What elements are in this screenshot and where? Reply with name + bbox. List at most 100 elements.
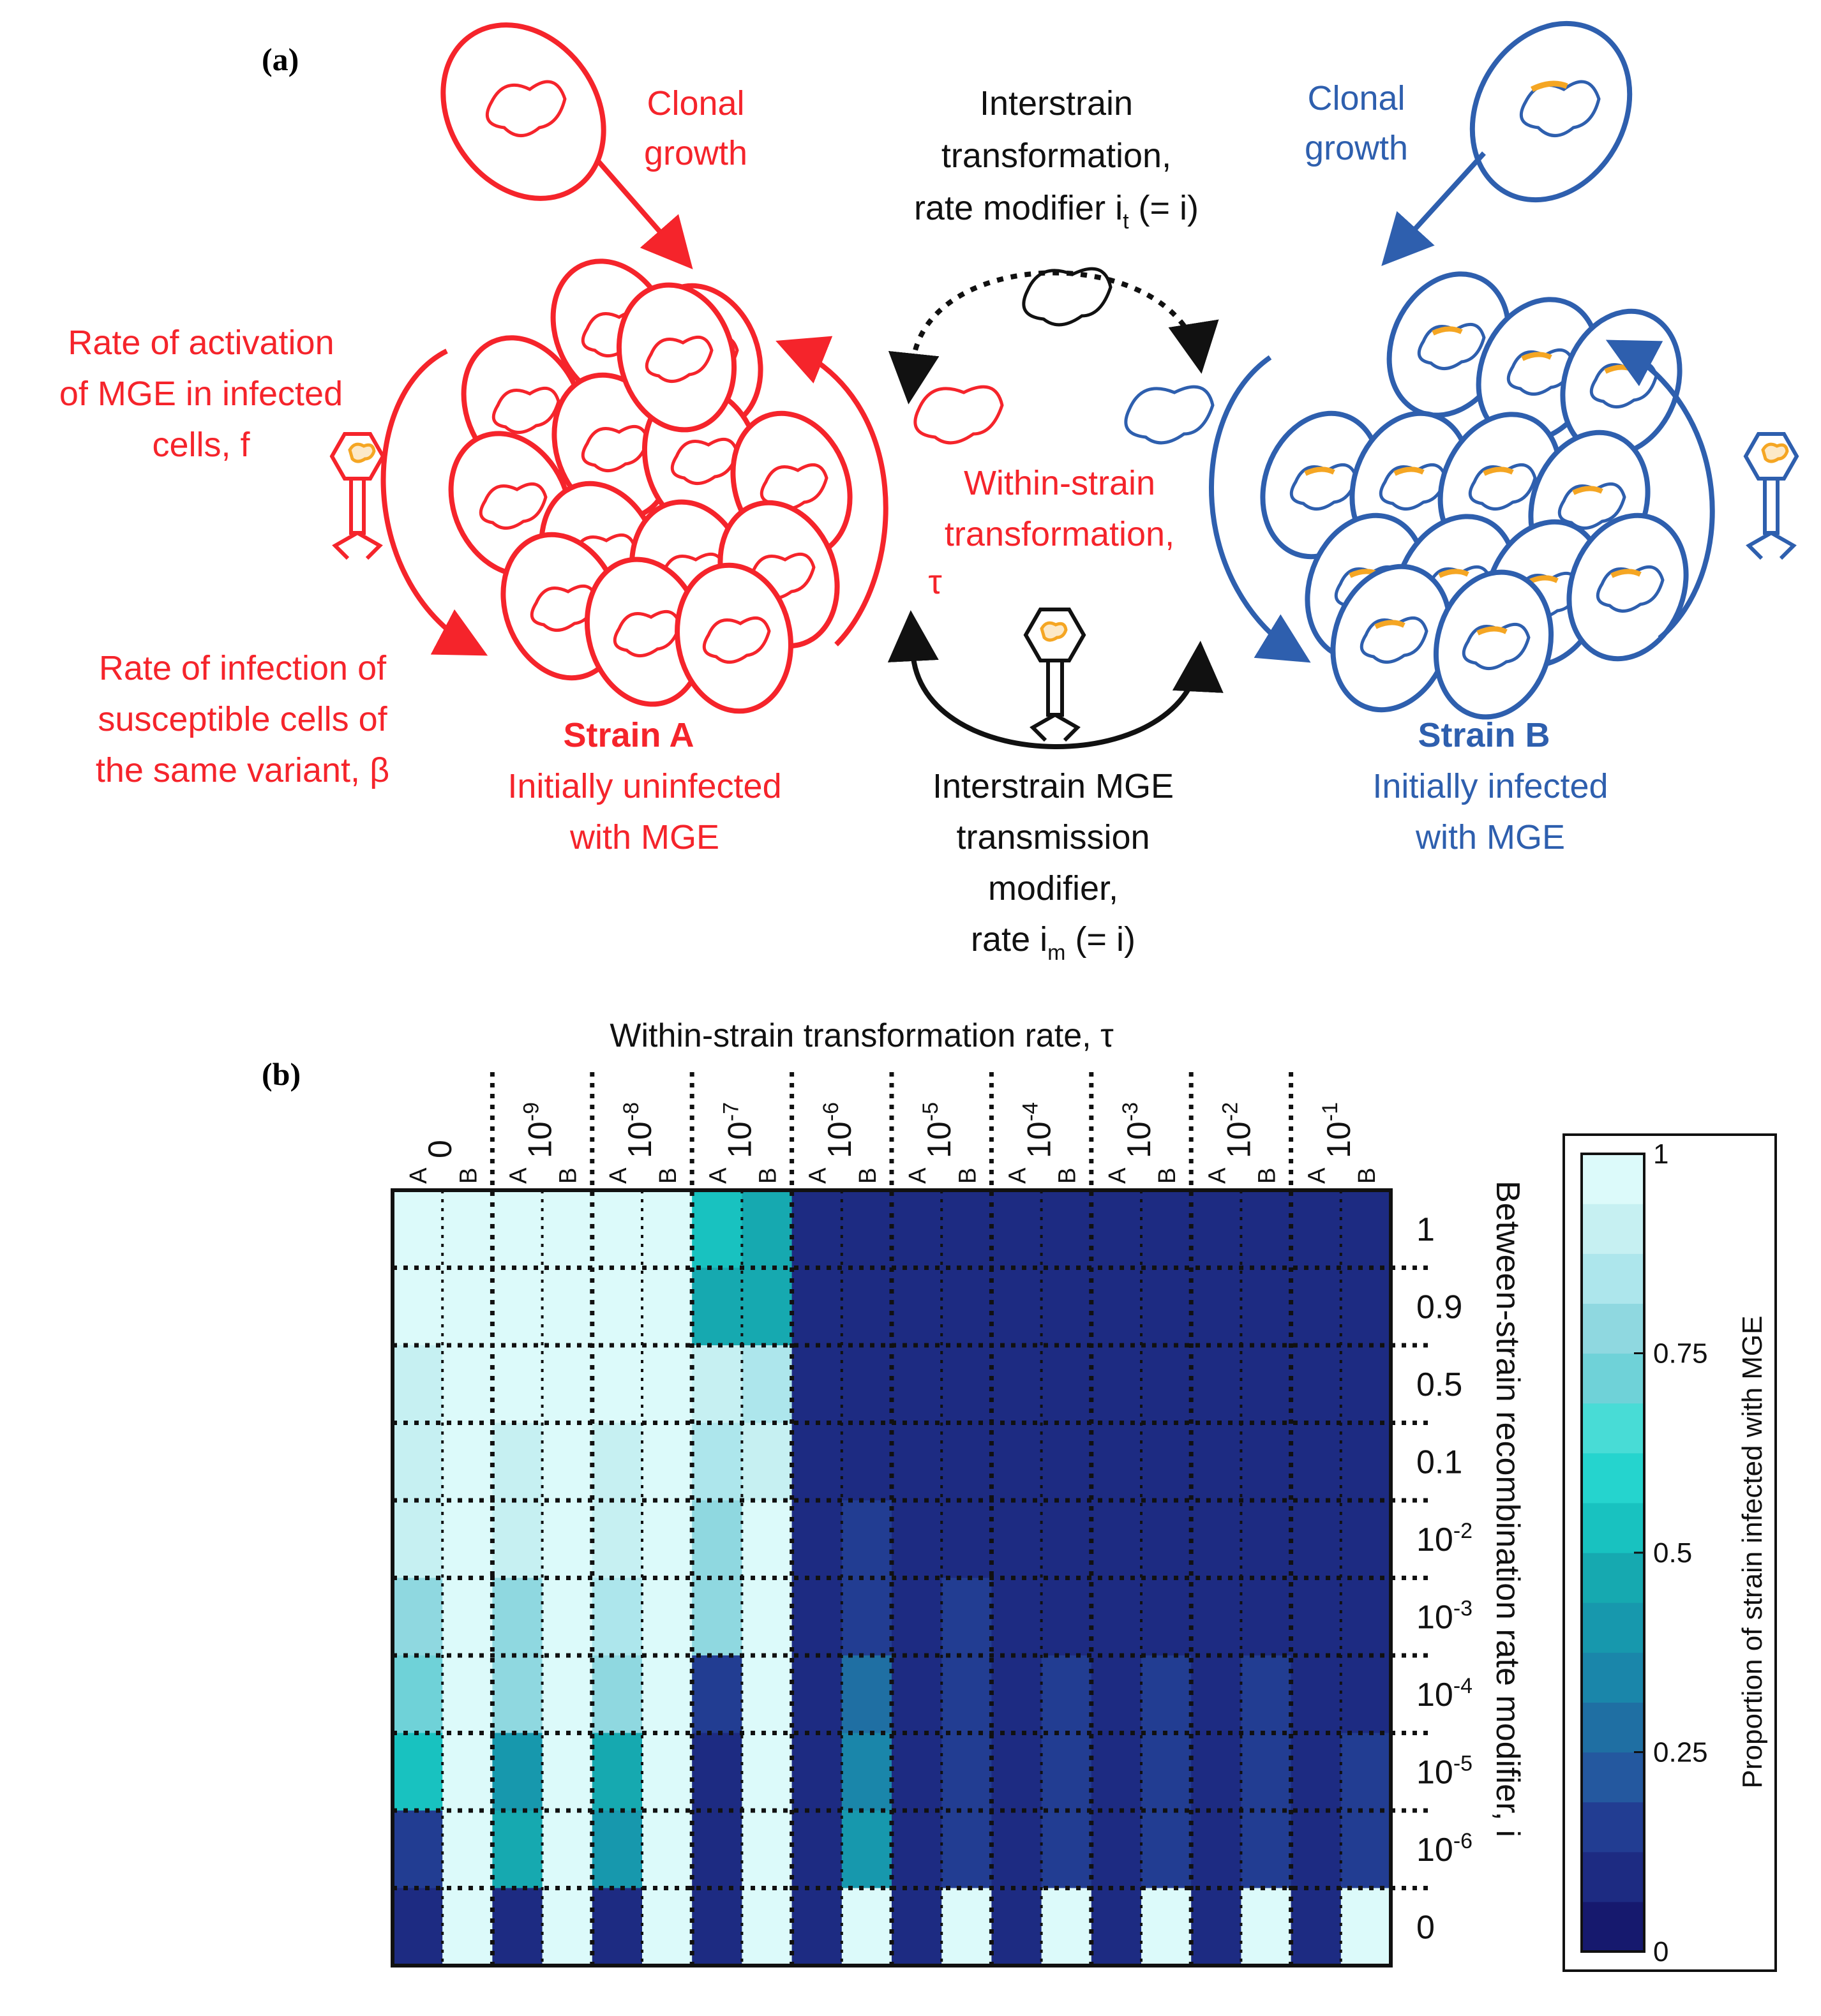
heatmap-cell [1241, 1345, 1292, 1424]
heatmap-cell [742, 1578, 793, 1656]
mge-icon [1476, 626, 1508, 636]
heatmap-cell [1041, 1190, 1092, 1269]
strain-b-activation-arrow [1605, 340, 1715, 641]
heatmap-cell [1141, 1500, 1192, 1579]
strain-a-phage-icon [329, 432, 386, 560]
heatmap-cell [1041, 1345, 1092, 1424]
colorbar-segment [1582, 1452, 1644, 1504]
heatmap-cell [1141, 1578, 1192, 1656]
strain-a-activation-arrow [776, 336, 888, 646]
colorbar-segment [1582, 1303, 1644, 1354]
heatmap-cell [1141, 1190, 1192, 1269]
heatmap-x-sub-label: A [405, 1167, 432, 1184]
heatmap-y-tick-label: 10-2 [1416, 1519, 1473, 1558]
heatmap-cell [841, 1267, 892, 1346]
heatmap-frame [391, 1188, 1393, 1967]
interstrain-transformation-arrow [888, 270, 1219, 405]
heatmap-x-sub-label: A [605, 1167, 632, 1184]
heatmap-cell [692, 1811, 742, 1889]
heatmap-x-sub-label: B [555, 1168, 582, 1184]
heatmap-cell [1041, 1655, 1092, 1734]
heatmap-cell [991, 1500, 1042, 1579]
heatmap-cell [892, 1190, 942, 1269]
heatmap-cell [742, 1888, 793, 1966]
within-strain-line2: transformation, [945, 515, 1174, 553]
heatmap-cell [1091, 1345, 1142, 1424]
heatmap-cell [841, 1190, 892, 1269]
heatmap-cell [642, 1190, 693, 1269]
heatmap-cell [791, 1500, 843, 1579]
heatmap-cell [1291, 1811, 1342, 1889]
heatmap-x-sub-label: B [855, 1168, 881, 1184]
heatmap-cell [542, 1733, 593, 1811]
heatmap-cell [991, 1345, 1042, 1424]
heatmap-cell [791, 1888, 843, 1966]
heatmap-x-axis-title: Within-strain transformation rate, τ [610, 1017, 1114, 1054]
heatmap-x-sub-label: B [755, 1168, 782, 1184]
heatmap-cell [941, 1655, 992, 1734]
strain-a-infection-arrow [380, 348, 488, 656]
heatmap-y-tick-label: 10-4 [1416, 1674, 1473, 1714]
heatmap-cell [542, 1500, 593, 1579]
heatmap-cell [642, 1811, 693, 1889]
heatmap-cell [592, 1500, 643, 1579]
heatmap-cell [1340, 1888, 1391, 1966]
heatmap-cell [1041, 1500, 1092, 1579]
panel-b-label: (b) [262, 1056, 301, 1092]
heatmap-cell [692, 1345, 742, 1424]
heatmap-cell [742, 1190, 793, 1269]
colorbar-segment [1582, 1702, 1644, 1753]
free-dna-icon [1022, 267, 1113, 327]
heatmap-cell [892, 1345, 942, 1424]
strain-b-clonal-growth-arrow [1381, 151, 1486, 266]
heatmap-cell [1041, 1888, 1092, 1966]
heatmap-cell [1241, 1190, 1292, 1269]
heatmap-cell [1091, 1500, 1142, 1579]
heatmap-cell [393, 1578, 443, 1656]
heatmap-cell [642, 1578, 693, 1656]
heatmap-x-sub-label: B [954, 1168, 981, 1184]
heatmap-cell [442, 1655, 493, 1734]
interstrain-mge-line1: Interstrain MGE [933, 767, 1174, 805]
heatmap-x-group-label: 10-4 [1019, 1102, 1058, 1158]
heatmap-cell [791, 1422, 843, 1501]
heatmap-cell [492, 1811, 543, 1889]
heatmap-cell [492, 1578, 543, 1656]
heatmap-cell [791, 1733, 843, 1811]
heatmap-cell [642, 1655, 693, 1734]
heatmap-cell [393, 1345, 443, 1424]
heatmap-cell [791, 1345, 843, 1424]
heatmap-x-group-label: 10-9 [520, 1102, 559, 1158]
heatmap-cell [841, 1733, 892, 1811]
heatmap-y-tick-label: 10-3 [1416, 1596, 1473, 1636]
mge-icon [1572, 486, 1603, 495]
heatmap-cell [791, 1655, 843, 1734]
heatmap-cell [692, 1888, 742, 1966]
heatmap-cell [1291, 1190, 1342, 1269]
heatmap-cell [1291, 1655, 1342, 1734]
heatmap-cell [542, 1345, 593, 1424]
heatmap-cell [393, 1500, 443, 1579]
strain-b-status-line1: Initially infected [1372, 767, 1608, 805]
heatmap-cell [492, 1190, 543, 1269]
heatmap-cell [692, 1422, 742, 1501]
heatmap-x-group-label: 10-1 [1318, 1102, 1358, 1158]
heatmap-cell [1291, 1345, 1342, 1424]
colorbar-segment [1582, 1901, 1644, 1952]
mge-icon [1304, 467, 1335, 476]
heatmap-y-tick-label: 1 [1416, 1211, 1435, 1248]
colorbar-segment [1582, 1502, 1644, 1553]
strain-a-infection-line2: susceptible cells of [98, 700, 387, 738]
heatmap-cell [442, 1422, 493, 1501]
strain-a-free-dna-icon [913, 385, 1004, 445]
heatmap-cell [742, 1733, 793, 1811]
interstrain-mge-arrow [887, 610, 1224, 749]
strain-b-arrows [1208, 151, 1715, 663]
heatmap-y-axis-title: Between-strain recombination rate modifi… [1489, 1181, 1526, 1837]
interstrain-mge-line4: rate im (= i) [971, 920, 1135, 965]
colorbar-tick-labels: 10.750.50.250 [1634, 1139, 1708, 1967]
heatmap-cell [1141, 1733, 1192, 1811]
heatmap-cell [1041, 1267, 1092, 1346]
heatmap-cell [941, 1267, 992, 1346]
